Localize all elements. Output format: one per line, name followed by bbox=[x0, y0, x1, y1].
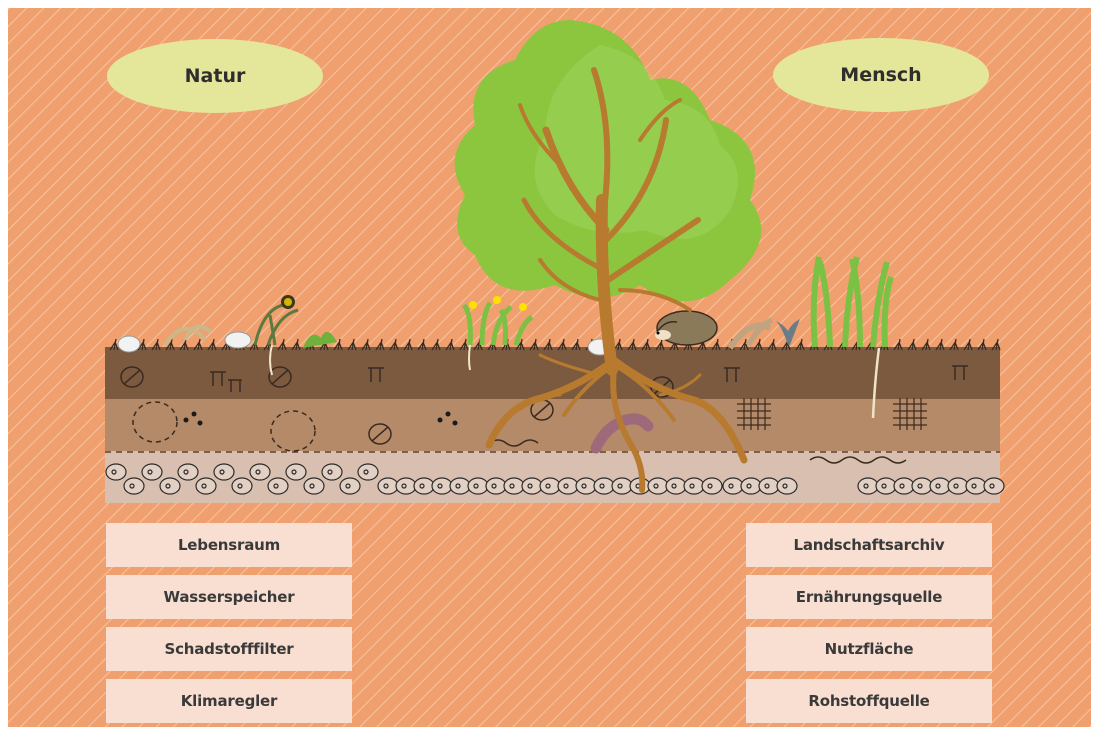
natur-function-klimaregler: Klimaregler bbox=[106, 679, 352, 723]
natur-function-label: Klimaregler bbox=[180, 692, 278, 710]
mensch-function-label: Rohstoffquelle bbox=[808, 692, 930, 710]
natur-function-label: Schadstofffilter bbox=[164, 640, 294, 658]
mensch-heading: Mensch bbox=[773, 38, 989, 112]
bedrock-layer bbox=[105, 451, 1000, 503]
earthworm bbox=[590, 413, 654, 454]
mensch-function-ernaehrungsquelle: Ernährungsquelle bbox=[746, 575, 992, 619]
mensch-function-landschaftsarchiv: Landschaftsarchiv bbox=[746, 523, 992, 567]
soil-profile bbox=[105, 338, 1005, 503]
natur-heading-text: Natur bbox=[184, 65, 246, 87]
mensch-function-label: Landschaftsarchiv bbox=[793, 536, 945, 554]
mensch-function-rohstoffquelle: Rohstoffquelle bbox=[746, 679, 992, 723]
natur-function-label: Wasserspeicher bbox=[163, 588, 295, 606]
mensch-function-nutzflaeche: Nutzfläche bbox=[746, 627, 992, 671]
mensch-function-label: Ernährungsquelle bbox=[795, 588, 943, 606]
hedgehog bbox=[656, 310, 718, 346]
natur-function-lebensraum: Lebensraum bbox=[106, 523, 352, 567]
natur-function-schadstofffilter: Schadstofffilter bbox=[106, 627, 352, 671]
mensch-heading-text: Mensch bbox=[840, 64, 922, 86]
mensch-function-label: Nutzfläche bbox=[824, 640, 914, 658]
natur-function-label: Lebensraum bbox=[177, 536, 281, 554]
natur-heading: Natur bbox=[107, 39, 323, 113]
topsoil-layer bbox=[105, 347, 1000, 399]
tree-illustration bbox=[269, 20, 881, 493]
natur-function-wasserspeicher: Wasserspeicher bbox=[106, 575, 352, 619]
surface-plants bbox=[163, 256, 894, 350]
